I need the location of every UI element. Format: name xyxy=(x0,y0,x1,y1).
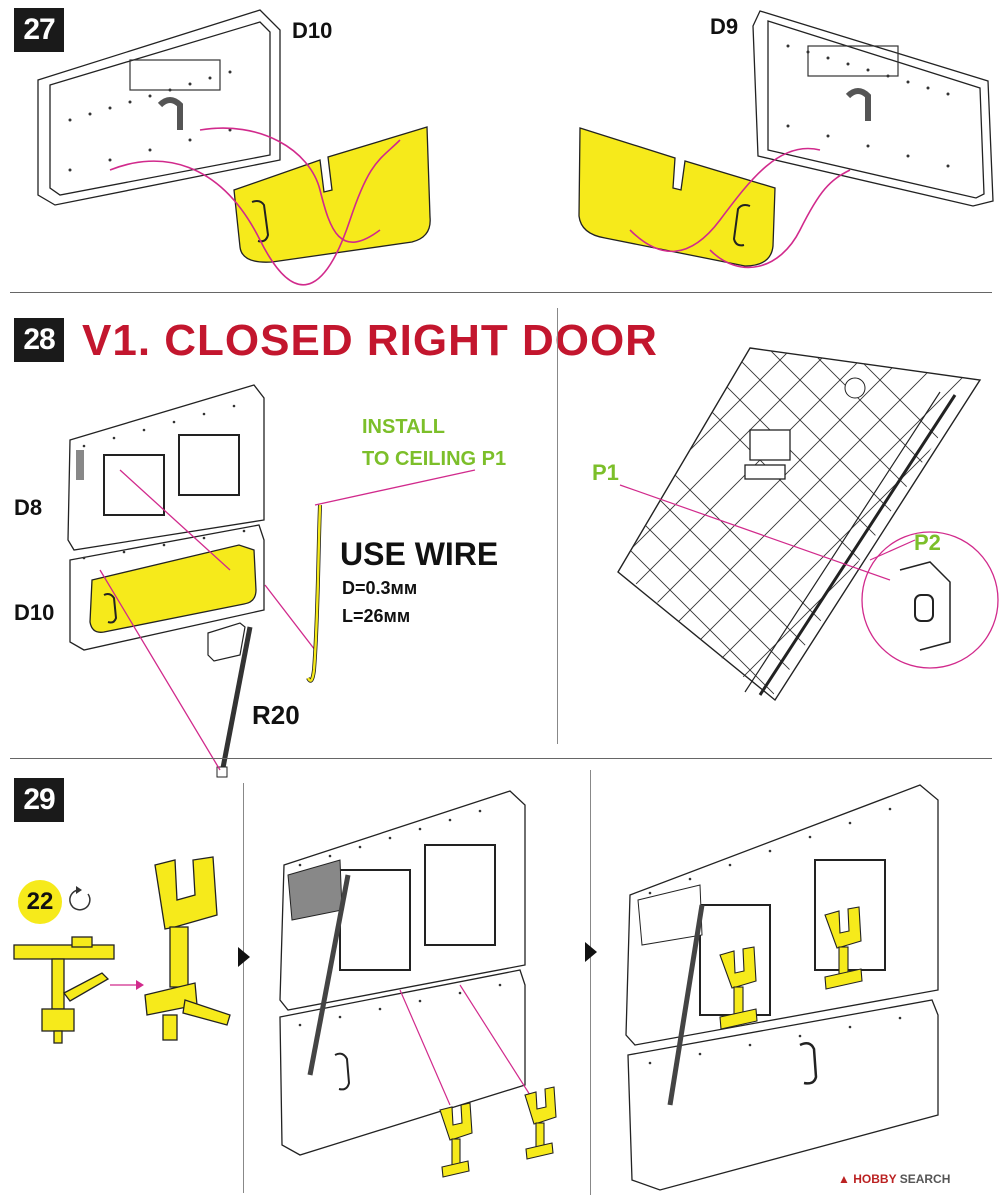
watermark-suffix: SEARCH xyxy=(899,1172,951,1186)
install-note-line2: TO CEILING P1 xyxy=(362,448,507,470)
wire-guide-left-step27 xyxy=(109,127,401,286)
part-label-d9-step27: D9 xyxy=(710,14,739,39)
rotate-arrow-icon xyxy=(69,886,91,911)
step-27-badge: 27 xyxy=(14,8,64,52)
detail-label-p1: P1 xyxy=(592,460,619,485)
divider-step29-b xyxy=(590,770,591,1195)
guide-lines-step28 xyxy=(99,469,476,771)
assembly-arrow-small xyxy=(110,980,144,990)
divider-step28-step29 xyxy=(10,758,992,759)
door-assembly-step29-final xyxy=(625,784,939,1191)
watermark-logo-icon: ▲ xyxy=(838,1172,850,1186)
door-assembly-step29-middle xyxy=(279,790,526,1156)
part-label-d10-step28: D10 xyxy=(14,600,55,625)
step-arrow-icon-2 xyxy=(585,942,597,962)
wire-guide-right-step27 xyxy=(629,147,851,269)
divider-step27-step28 xyxy=(10,292,992,293)
wire-length: L=26мм xyxy=(342,606,411,626)
part-label-d8: D8 xyxy=(14,495,43,520)
step-28-title: V1. CLOSED RIGHT DOOR xyxy=(82,316,658,365)
wire-part-yellow xyxy=(306,504,322,683)
part-label-r20: R20 xyxy=(252,700,300,730)
watermark-brand: HOBBY xyxy=(853,1172,897,1186)
step-29-badge: 29 xyxy=(14,778,64,822)
step-28-badge: 28 xyxy=(14,318,64,362)
yellow-panel-left-step27 xyxy=(233,126,431,263)
ceiling-detail-view xyxy=(617,347,999,702)
install-note-line1: INSTALL xyxy=(362,416,445,438)
divider-step29-a xyxy=(243,783,244,1193)
step-arrow-icon-1 xyxy=(238,947,250,967)
yellow-panel-right-step27 xyxy=(578,127,776,267)
rod-part-r20 xyxy=(207,622,253,778)
part-label-d10-step27: D10 xyxy=(292,18,333,43)
wire-title: USE WIRE xyxy=(340,536,499,572)
door-panel-left-step27 xyxy=(37,9,281,206)
part-22-placement-guides xyxy=(399,984,557,1178)
detail-guide-lines xyxy=(619,484,916,581)
wire-diameter: D=0.3мм xyxy=(342,578,418,598)
sub-assembly-22-badge: 22 xyxy=(18,880,62,924)
divider-step28-vertical xyxy=(557,308,558,744)
part-22-front xyxy=(13,936,115,1044)
watermark: ▲ HOBBY SEARCH xyxy=(838,1172,950,1186)
door-panel-right-step27 xyxy=(752,10,994,207)
detail-label-p2: P2 xyxy=(914,530,941,555)
part-22-assembled xyxy=(144,856,231,1041)
